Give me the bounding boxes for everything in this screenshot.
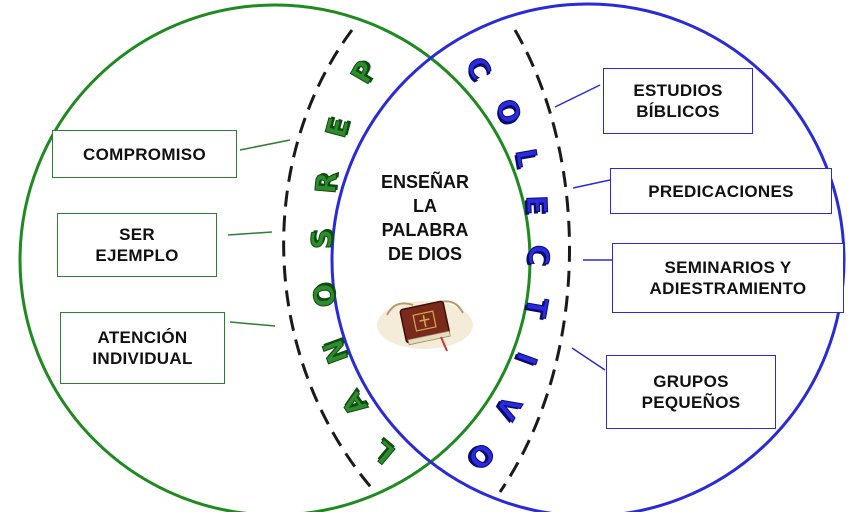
colectivo-dashed-arc (498, 29, 572, 493)
connector-estudios (554, 84, 601, 108)
connector-ser-ejemplo (227, 231, 273, 236)
personal-letter: R (309, 170, 345, 196)
center-title: ENSEÑAR LA PALABRA DE DIOS (380, 172, 469, 264)
box-atencion-individual: ATENCIÓN INDIVIDUAL (60, 312, 225, 384)
colectivo-letter: E (519, 194, 554, 216)
connector-grupos (571, 347, 606, 371)
connector-compromiso (239, 139, 291, 151)
colectivo-circle (330, 2, 846, 512)
box-predicaciones: PREDICACIONES (610, 168, 832, 214)
box-grupos-pequenos: GRUPOS PEQUEÑOS (606, 355, 776, 429)
box-estudios-biblicos: ESTUDIOS BÍBLICOS (603, 68, 753, 134)
colectivo-letter: L (508, 146, 545, 170)
box-ser-ejemplo: SER EJEMPLO (57, 213, 217, 277)
personal-letter: O (306, 280, 344, 310)
bible-icon (377, 300, 473, 352)
connector-predicaciones (572, 179, 611, 189)
box-seminarios: SEMINARIOS Y ADIESTRAMIENTO (612, 243, 844, 313)
personal-dashed-arc (282, 29, 377, 493)
personal-circle (18, 3, 532, 512)
colectivo-letter: C (521, 244, 556, 267)
personal-letter: S (305, 228, 339, 250)
connector-atencion (229, 321, 276, 327)
box-compromiso: COMPROMISO (52, 130, 237, 178)
colectivo-letter: T (518, 294, 555, 320)
